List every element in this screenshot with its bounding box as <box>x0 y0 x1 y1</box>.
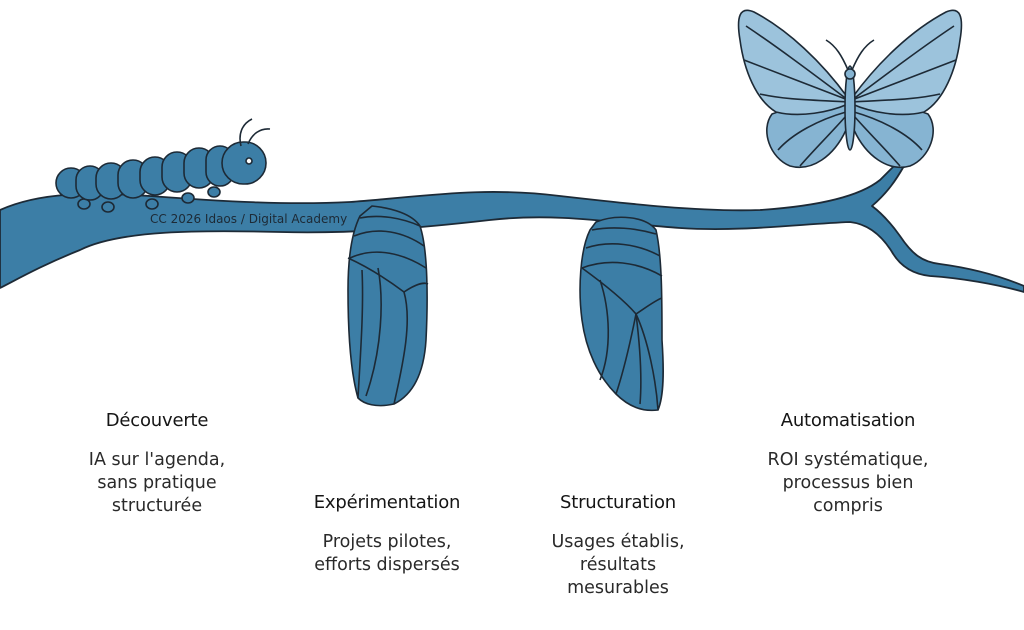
chrysalis-icon <box>347 205 429 407</box>
credit-text: CC 2026 Idaos / Digital Academy <box>150 212 347 226</box>
stage-title: Automatisation <box>780 410 916 431</box>
stage-description: IA sur l'agenda, sans pratique structuré… <box>88 450 226 516</box>
stage-description: Usages établis, résultats mesurables <box>551 532 685 598</box>
caterpillar-icon <box>55 118 271 213</box>
butterfly-icon <box>737 9 963 169</box>
stage-title: Structuration <box>560 492 676 513</box>
stage-decouverte: Découverte IA sur l'agenda, sans pratiqu… <box>42 410 272 518</box>
stage-automatisation: Automatisation ROI systématique, process… <box>733 410 963 518</box>
stage-title: Expérimentation <box>313 492 461 513</box>
stage-description: ROI systématique, processus bien compris <box>767 450 929 516</box>
stage-title: Découverte <box>105 410 209 431</box>
stage-description: Projets pilotes, efforts dispersés <box>314 532 460 575</box>
chrysalis-icon <box>579 216 664 412</box>
stage-structuration: Structuration Usages établis, résultats … <box>503 492 733 600</box>
stage-experimentation: Expérimentation Projets pilotes, efforts… <box>272 492 502 577</box>
